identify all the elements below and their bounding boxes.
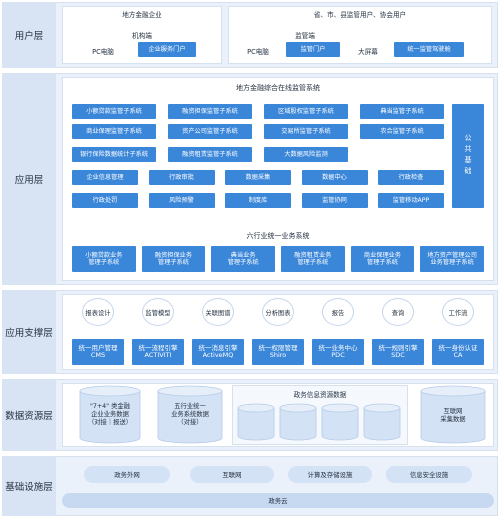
public-base-button[interactable]: 公共基础 xyxy=(452,104,484,208)
app-module-button[interactable]: 融资租赁监管子系统 xyxy=(168,147,252,162)
gov-data-label: 税务 xyxy=(333,418,347,425)
app-module-button[interactable]: 数据中心 xyxy=(301,170,368,185)
industry-system-button[interactable]: 融资担保业务 管理子系统 xyxy=(141,246,206,272)
app-module-button[interactable]: 资产公司监管子系统 xyxy=(168,124,252,139)
five-industry-data-label: 五行业统一 业务系统数据 （对接） xyxy=(171,403,209,427)
support-tool-circle[interactable]: 工作流 xyxy=(442,298,474,326)
app-system-title: 地方金融综合在线监管系统 xyxy=(236,84,320,92)
app-module-button[interactable]: 监管移动APP xyxy=(378,193,444,208)
app-module-button[interactable]: 农合监管子系统 xyxy=(360,124,444,139)
support-tool-circle[interactable]: 分析图表 xyxy=(262,298,294,326)
data-layer-title: 数据资源层 xyxy=(2,379,56,451)
six-industry-title: 六行业统一业务系统 xyxy=(246,232,310,240)
infra-item: 政务外网 xyxy=(84,466,170,483)
gov-data-label: …… xyxy=(375,418,389,425)
regulator-subtitle: 监管端 xyxy=(295,32,315,40)
support-tool-circle[interactable]: 查询 xyxy=(382,298,414,326)
unified-cockpit-button[interactable]: 统一监管驾驶舱 xyxy=(394,42,464,57)
support-service-button[interactable]: 统一消息引擎 ActiveMQ xyxy=(192,339,244,365)
regulator-title: 省、市、县监管用户、协会用户 xyxy=(313,11,407,19)
app-module-button[interactable]: 融资担保监管子系统 xyxy=(168,104,252,119)
support-service-button[interactable]: 统一身份认证 CA xyxy=(432,339,484,365)
app-module-button[interactable]: 大数据风险监测 xyxy=(264,147,348,162)
public-base-label: 公共基础 xyxy=(464,134,473,178)
support-tool-circle[interactable]: 报表设计 xyxy=(82,298,114,326)
industry-system-button[interactable]: 小额贷款业务 管理子系统 xyxy=(72,246,136,272)
support-service-button[interactable]: 统一业务中心 PDC xyxy=(312,339,364,365)
app-module-button[interactable]: 银行保险数据统计子系统 xyxy=(72,147,156,162)
infra-item: 互联网 xyxy=(190,466,274,483)
cylinder-internet-data xyxy=(420,385,486,444)
enterprise-data-label: "7+4" 类金融 企业业务数据 （对接｜报送） xyxy=(87,403,133,427)
institution-pc: PC电脑 xyxy=(92,48,114,56)
regulator-portal-button[interactable]: 监管门户 xyxy=(286,42,340,57)
app-module-button[interactable]: 小额贷款监管子系统 xyxy=(72,104,156,119)
app-module-button[interactable]: 风险预警 xyxy=(148,193,215,208)
app-module-button[interactable]: 行政审批 xyxy=(148,170,215,185)
internet-data-label: 互联网 采集数据 xyxy=(440,408,466,424)
app-module-button[interactable]: 行政检查 xyxy=(378,170,444,185)
app-module-button[interactable]: 商业保理监管子系统 xyxy=(72,124,156,139)
support-service-button[interactable]: 统一用户管理 CMS xyxy=(72,339,124,365)
app-module-button[interactable]: 数据采集 xyxy=(225,170,291,185)
app-module-button[interactable]: 制度库 xyxy=(225,193,291,208)
regulator-pc: PC电脑 xyxy=(247,48,269,56)
industry-system-button[interactable]: 典当业务 管理子系统 xyxy=(211,246,275,272)
user-layer-title: 用户层 xyxy=(2,2,56,68)
big-screen: 大屏幕 xyxy=(358,48,378,56)
support-tool-circle[interactable]: 报告 xyxy=(322,298,354,326)
support-tool-circle[interactable]: 关联图谱 xyxy=(202,298,234,326)
app-module-button[interactable]: 区域股权监管子系统 xyxy=(264,104,348,119)
enterprise-portal-button[interactable]: 企业服务门户 xyxy=(138,42,196,57)
app-module-button[interactable]: 典当监管子系统 xyxy=(360,104,444,119)
support-service-button[interactable]: 统一流程引擎 ACTIVITI xyxy=(132,339,184,365)
gov-cloud: 政务云 xyxy=(62,493,494,508)
cylinder-five-industry-data xyxy=(157,385,223,444)
industry-system-button[interactable]: 融资租赁业务 管理子系统 xyxy=(281,246,345,272)
infra-item: 信息安全设施 xyxy=(386,466,472,483)
app-module-button[interactable]: 交易所监管子系统 xyxy=(264,124,348,139)
industry-system-button[interactable]: 地方资产管理公司 业务管理子系统 xyxy=(420,246,484,272)
support-service-button[interactable]: 统一规则引擎 SDC xyxy=(372,339,424,365)
app-module-button[interactable]: 企业信息管理 xyxy=(72,170,138,185)
institution-subtitle: 机构端 xyxy=(132,32,152,40)
support-layer-title: 应用支撑层 xyxy=(2,290,56,374)
infra-item: 计算及存储设施 xyxy=(288,466,372,483)
support-tool-circle[interactable]: 监管模型 xyxy=(142,298,174,326)
app-layer-title: 应用层 xyxy=(2,73,56,285)
enterprise-title: 地方金融企业 xyxy=(122,11,162,19)
gov-data-label: 工商 xyxy=(249,418,263,425)
app-module-button[interactable]: 行政处罚 xyxy=(72,193,138,208)
industry-system-button[interactable]: 商业保理业务 管理子系统 xyxy=(350,246,415,272)
infra-layer-title: 基础设施层 xyxy=(2,456,56,516)
app-module-button[interactable]: 监管协同 xyxy=(301,193,368,208)
gov-data-label: 司法 xyxy=(291,418,305,425)
cylinder-enterprise-data xyxy=(79,385,141,444)
support-service-button[interactable]: 统一权限管理 Shiro xyxy=(252,339,304,365)
gov-data-title: 政务信息资源数据 xyxy=(293,391,347,399)
